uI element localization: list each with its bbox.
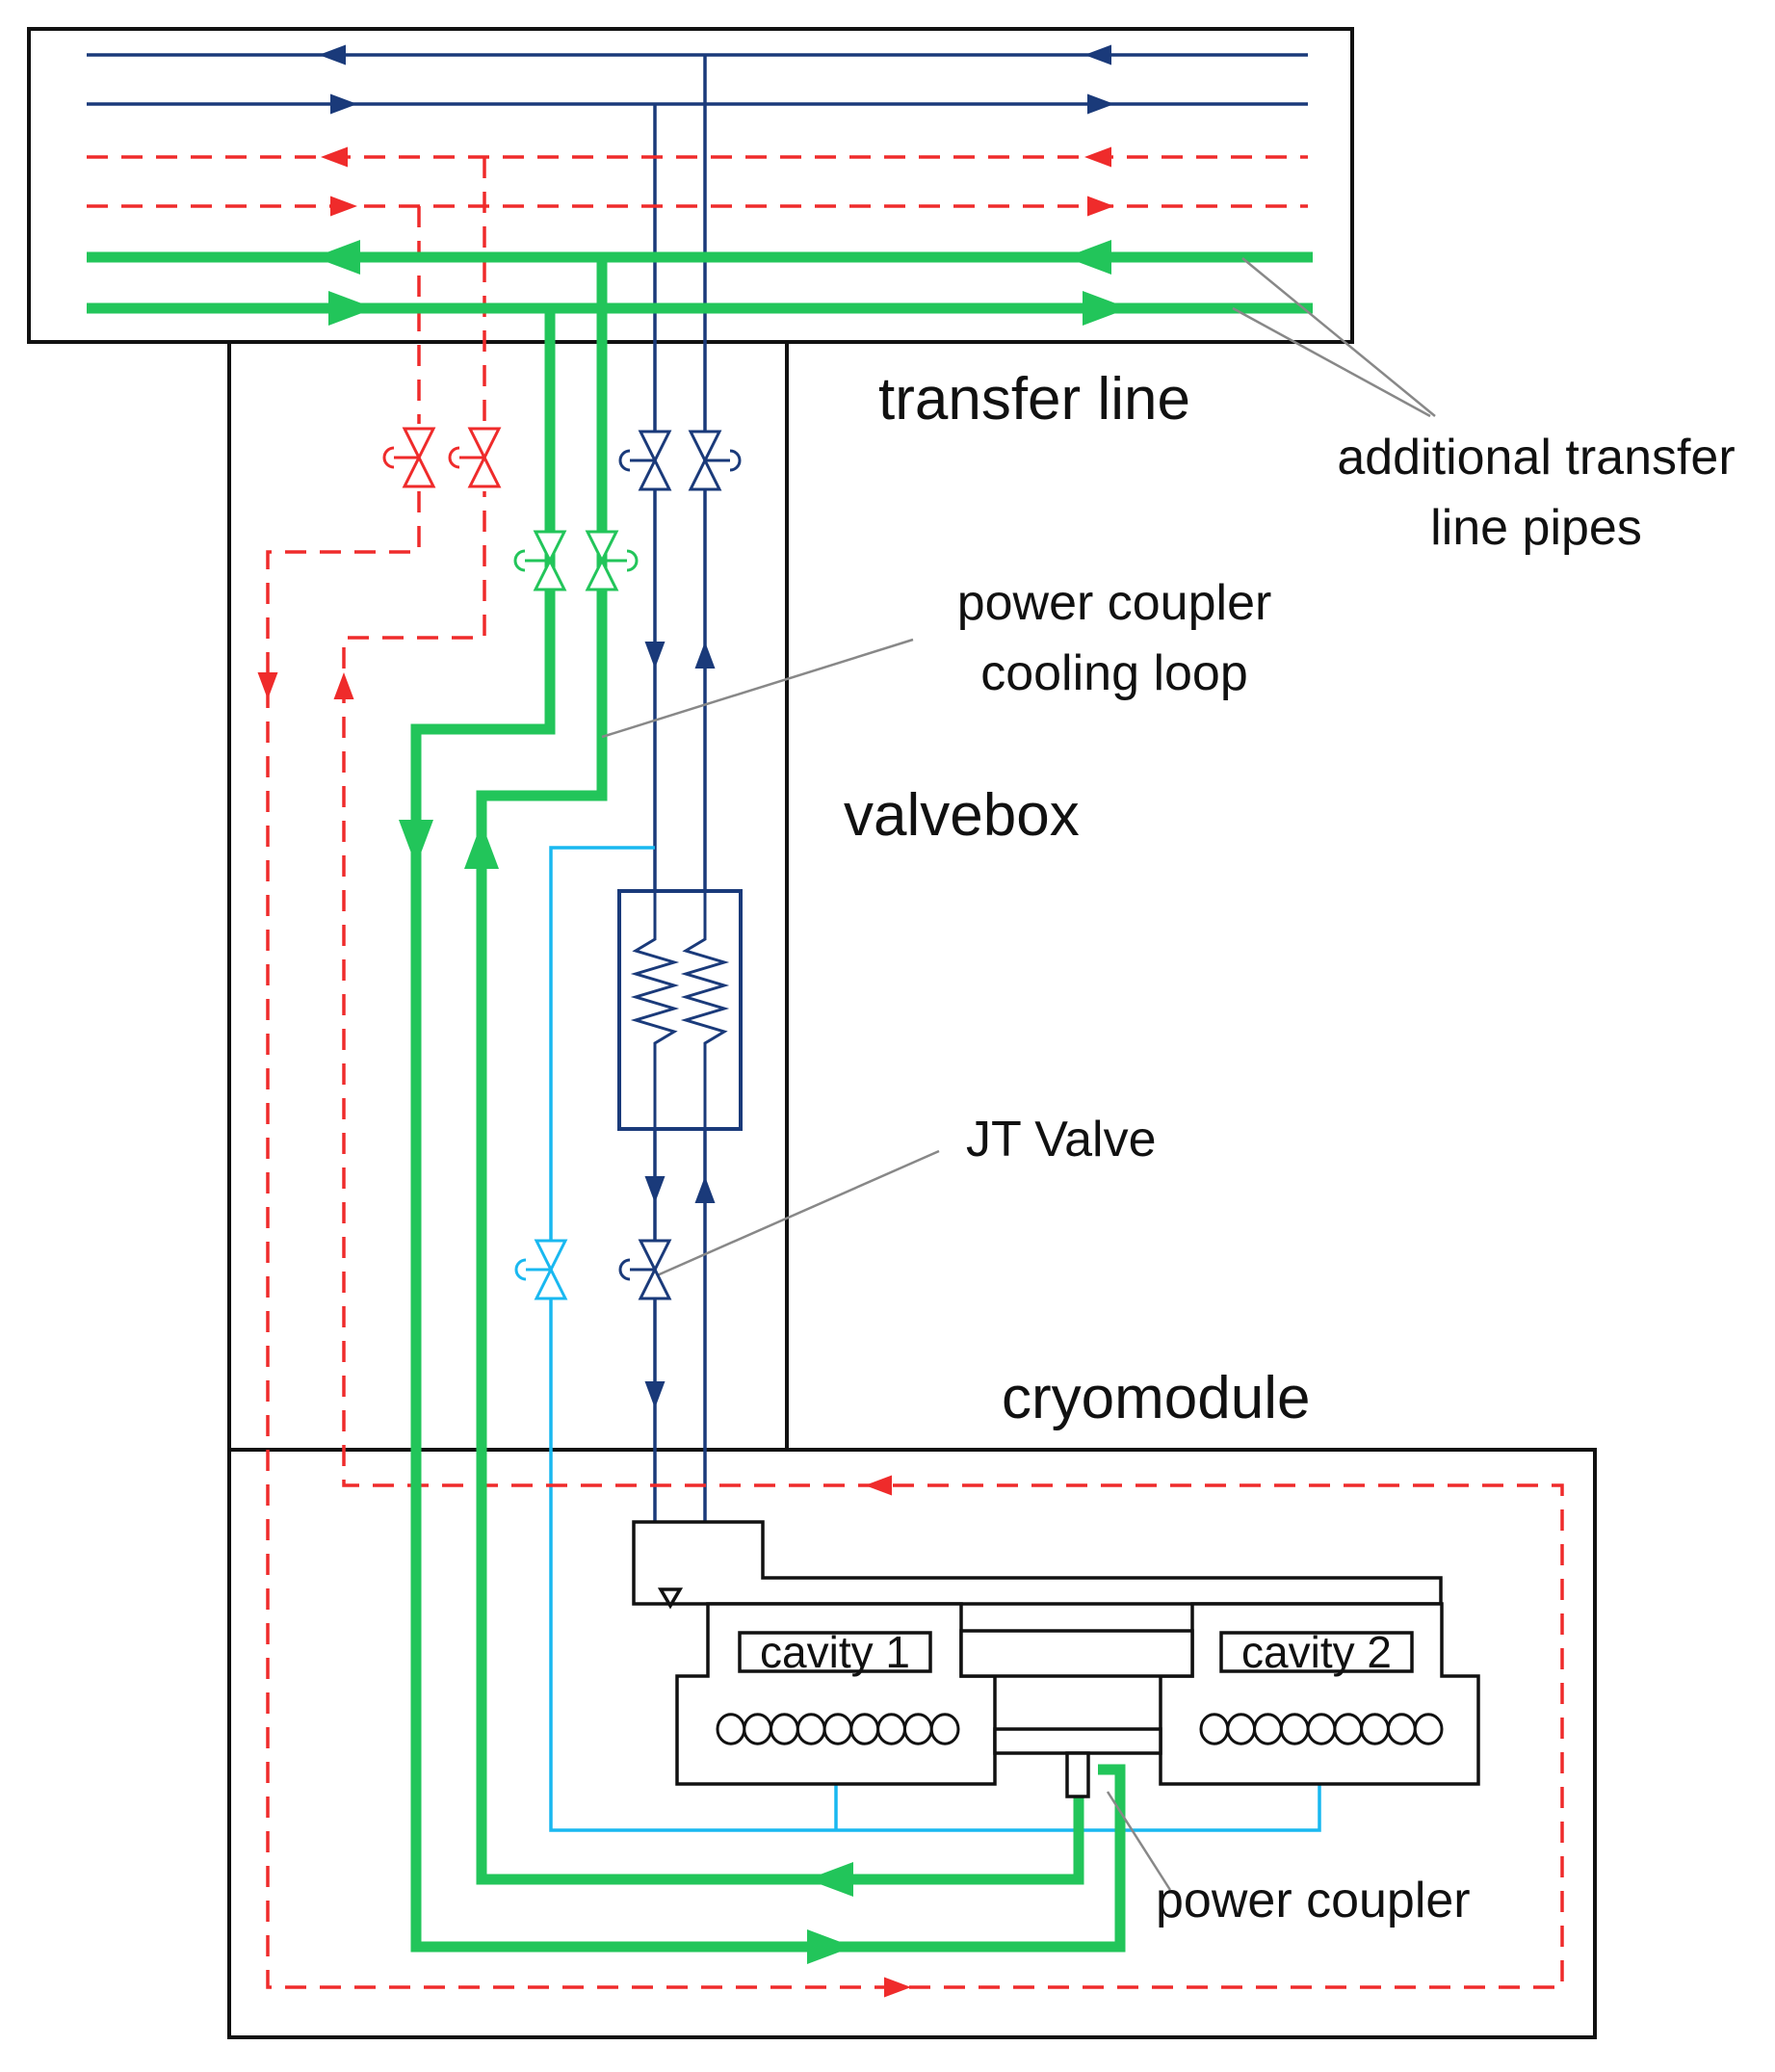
cavity-1-cells-icon [716, 1713, 960, 1745]
valvebox-label: valvebox [844, 782, 1080, 849]
flow-arrow-icon [328, 291, 375, 326]
flow-arrow-icon [464, 823, 499, 869]
flow-arrow-icon [314, 240, 360, 275]
cryomodule-box [227, 1448, 1597, 2039]
power-coupler-body [1065, 1751, 1090, 1798]
flow-arrows [257, 44, 1129, 1998]
flow-arrow-icon [330, 93, 357, 115]
cryomodule-label: cryomodule [1002, 1365, 1310, 1431]
transfer-line-label: transfer line [878, 366, 1190, 433]
flow-arrow-icon [1084, 44, 1111, 66]
flow-arrow-icon [644, 642, 666, 669]
flow-arrow-icon [1084, 146, 1111, 168]
additional-pipes-label-line1: additional transfer [1337, 430, 1735, 485]
dark-blue-lines [87, 53, 1308, 1522]
flow-arrow-icon [319, 44, 346, 66]
flow-arrow-icon [644, 1381, 666, 1408]
flow-arrow-icon [333, 672, 354, 699]
cavity-2-cells-icon [1199, 1713, 1444, 1745]
heat-exchanger-icon [617, 889, 743, 1131]
leader-lines [601, 257, 1436, 1891]
middle-connector [959, 1629, 1194, 1678]
cavity-1-label: cavity 1 [760, 1627, 910, 1677]
helium-vessel [632, 1520, 1443, 1606]
flow-arrow-icon [321, 146, 348, 168]
cavity-1-label-box [738, 1631, 932, 1673]
cavity-2-label: cavity 2 [1241, 1627, 1392, 1677]
valve-icon [618, 430, 672, 491]
flow-arrow-icon [694, 1176, 716, 1203]
valves [382, 427, 742, 1300]
beam-pipe [993, 1727, 1162, 1755]
flow-arrow-icon [1087, 93, 1114, 115]
flow-arrow-icon [1065, 240, 1111, 275]
flow-arrow-icon [865, 1475, 892, 1496]
flow-arrow-icon [644, 1176, 666, 1203]
valve-icon [514, 1239, 568, 1300]
valve-icon [585, 530, 639, 591]
flow-arrow-icon [1087, 196, 1114, 217]
valve-icon [382, 427, 436, 488]
power-coupler-loop-label-line1: power coupler [957, 575, 1272, 631]
valve-icon [448, 427, 502, 488]
transfer-line-box [27, 27, 1354, 344]
level-indicator-icon [657, 1587, 684, 1610]
valve-icon [513, 530, 567, 591]
power-coupler-loop-label-line2: cooling loop [980, 645, 1248, 701]
enclosures [27, 27, 1597, 2039]
valve-icon [688, 430, 742, 491]
flow-arrow-icon [807, 1862, 853, 1897]
flow-arrow-icon [807, 1929, 853, 1964]
cryomodule-internals [632, 1520, 1480, 1798]
additional-pipes-label-line2: line pipes [1430, 500, 1642, 556]
flow-arrow-icon [257, 672, 278, 699]
jt-valve-label: JT Valve [966, 1112, 1157, 1167]
flow-arrow-icon [884, 1977, 911, 1998]
cavity-2-label-box [1219, 1631, 1414, 1673]
valve-icon [618, 1239, 672, 1300]
flow-arrow-icon [399, 820, 433, 866]
power-coupler-label: power coupler [1156, 1873, 1471, 1928]
flow-arrow-icon [1083, 291, 1129, 326]
flow-arrow-icon [330, 196, 357, 217]
light-blue-lines [549, 846, 1321, 1832]
flow-arrow-icon [694, 642, 716, 669]
